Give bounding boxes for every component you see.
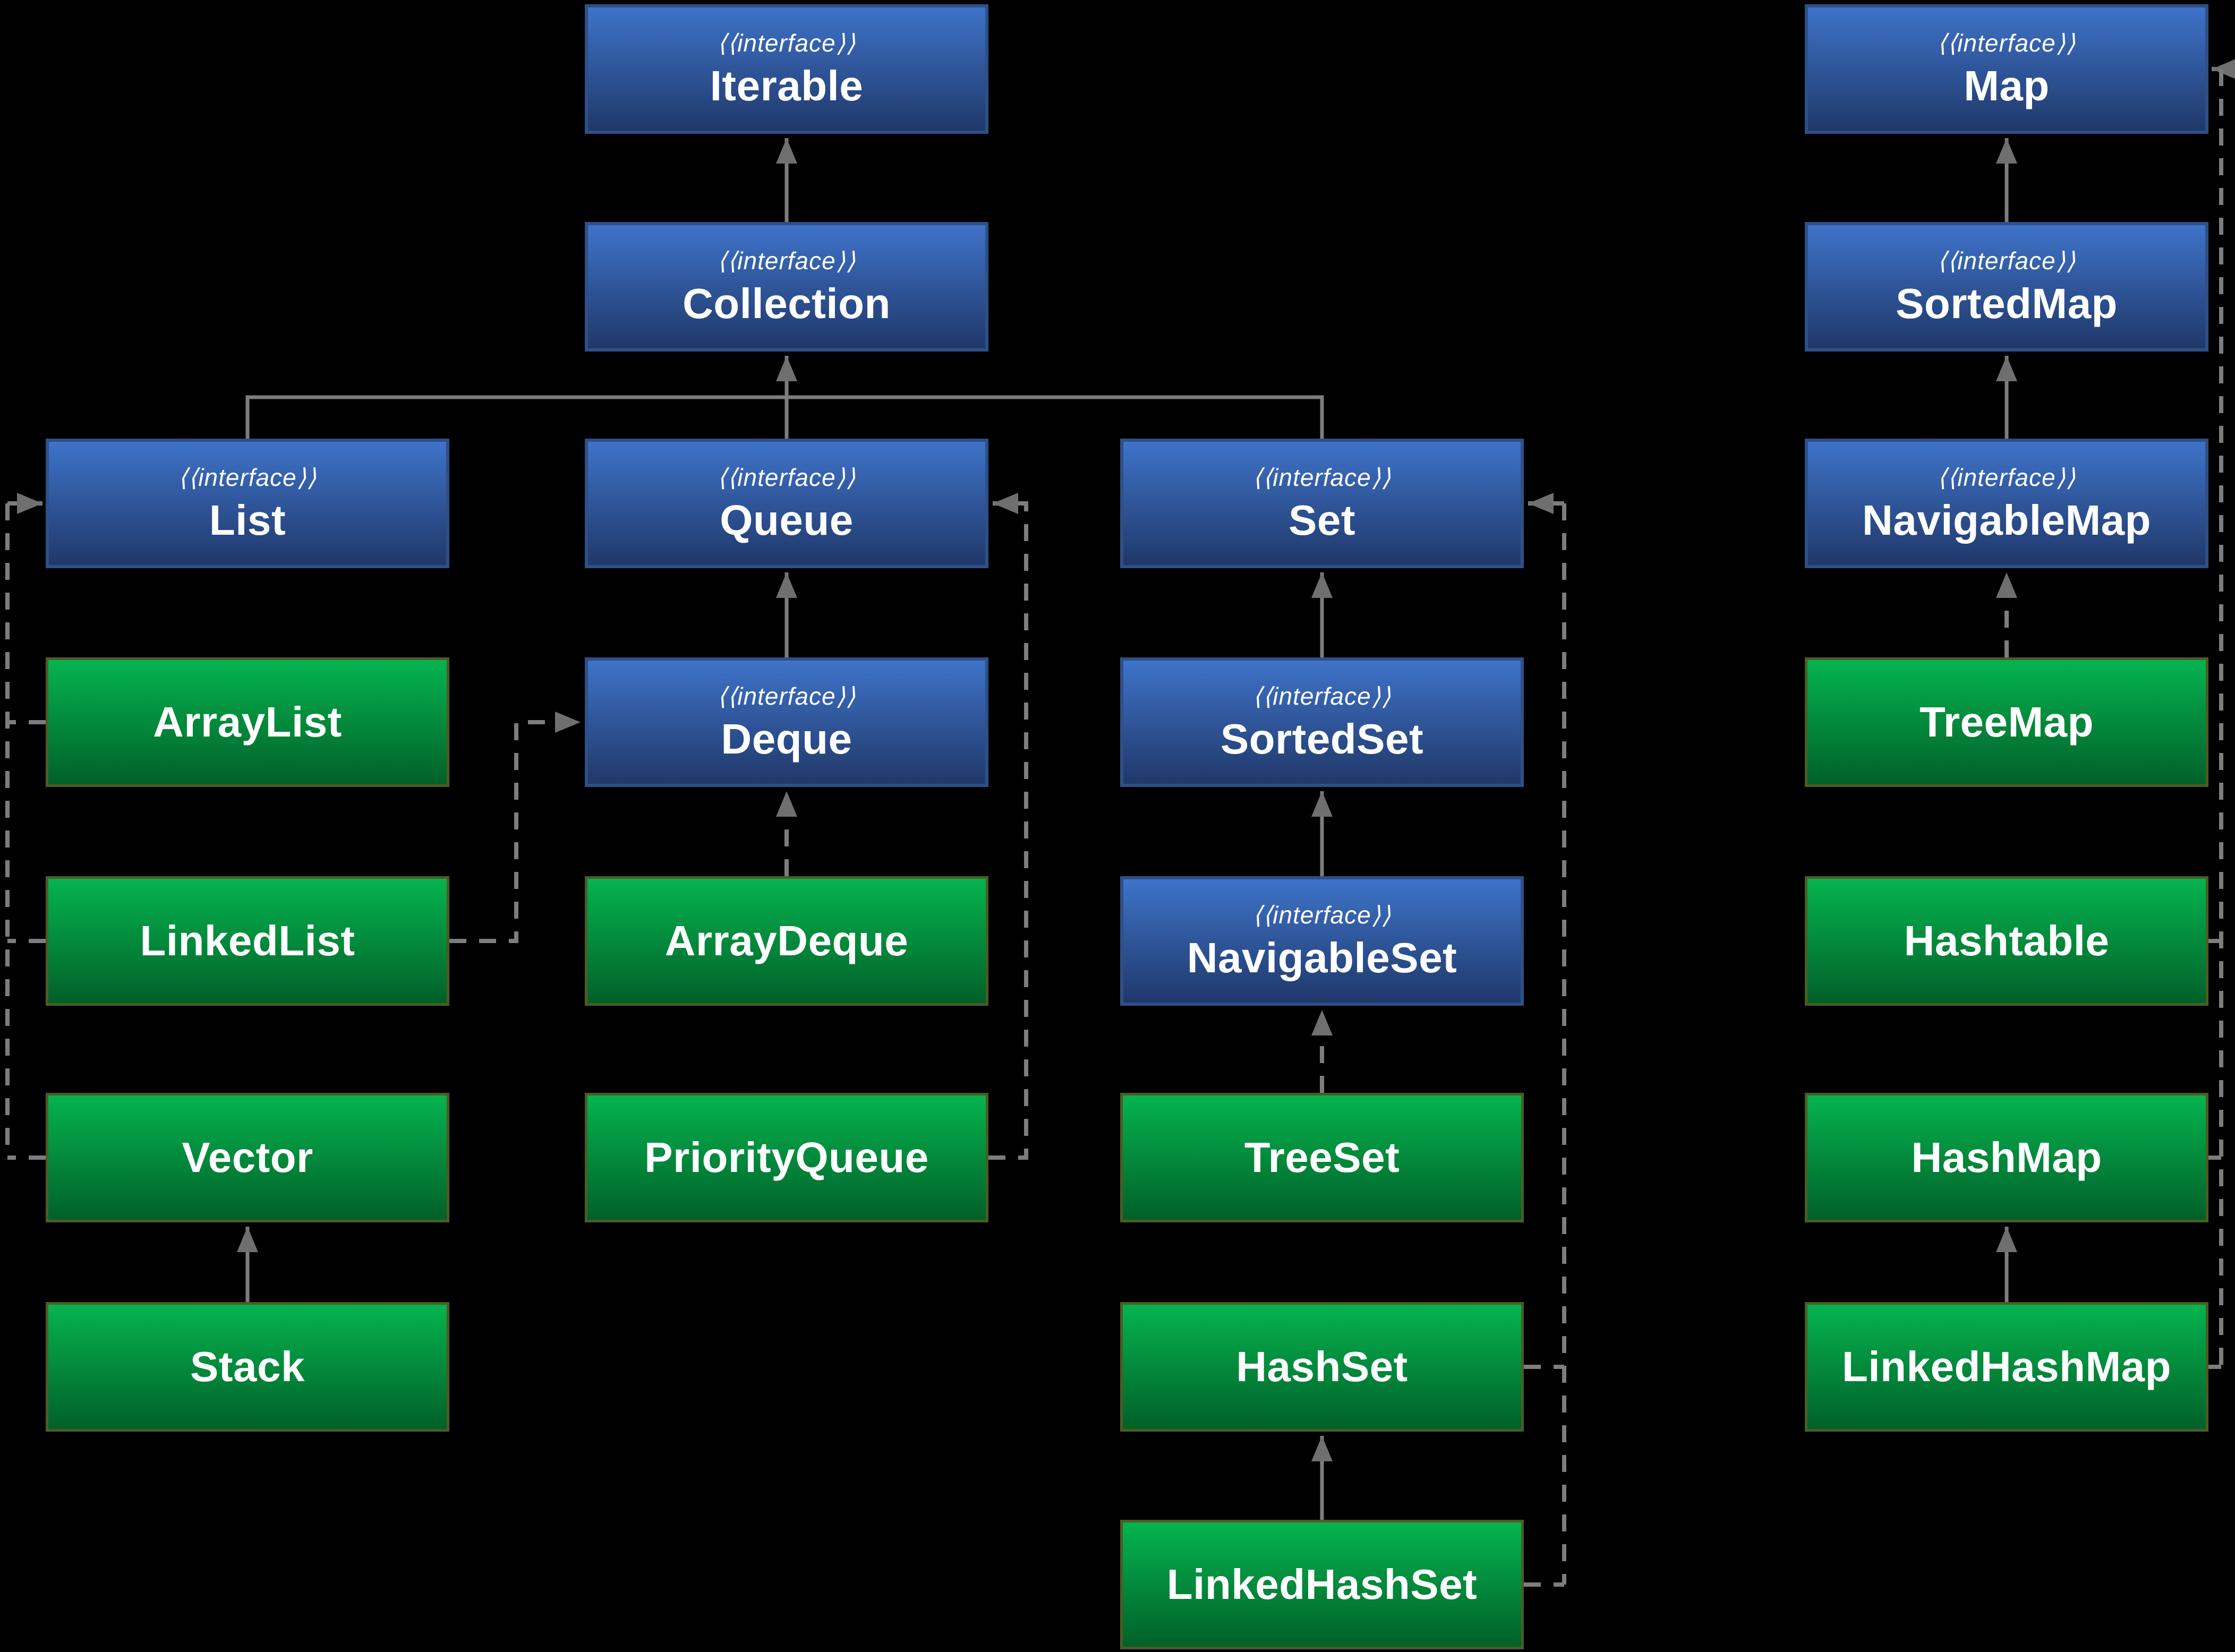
node-label: List [209, 497, 286, 544]
node-label: SortedSet [1220, 715, 1424, 763]
node-label: Hashtable [1904, 917, 2110, 964]
node-hashtable: Hashtable [1805, 876, 2208, 1006]
node-queue: ⟨⟨interface⟩⟩ Queue [585, 439, 988, 568]
stereotype-label: ⟨⟨interface⟩⟩ [1937, 247, 2076, 275]
node-label: Set [1289, 497, 1355, 544]
stereotype-label: ⟨⟨interface⟩⟩ [178, 464, 317, 491]
node-arraylist: ArrayList [46, 657, 449, 787]
node-label: Vector [182, 1134, 313, 1181]
node-label: PriorityQueue [644, 1134, 929, 1181]
node-map: ⟨⟨interface⟩⟩ Map [1805, 4, 2208, 134]
node-navigablemap: ⟨⟨interface⟩⟩ NavigableMap [1805, 439, 2208, 568]
node-label: LinkedHashSet [1166, 1561, 1478, 1608]
node-hashmap: HashMap [1805, 1093, 2208, 1222]
node-label: HashSet [1236, 1343, 1408, 1390]
node-label: Map [1964, 62, 2050, 109]
node-linkedhashmap: LinkedHashMap [1805, 1302, 2208, 1432]
stereotype-label: ⟨⟨interface⟩⟩ [717, 29, 856, 57]
node-label: SortedMap [1896, 280, 2118, 327]
stereotype-label: ⟨⟨interface⟩⟩ [717, 682, 856, 710]
node-label: Deque [721, 715, 852, 763]
node-sortedset: ⟨⟨interface⟩⟩ SortedSet [1120, 657, 1524, 787]
node-treeset: TreeSet [1120, 1093, 1524, 1222]
node-priorityqueue: PriorityQueue [585, 1093, 988, 1222]
node-label: NavigableMap [1862, 497, 2151, 544]
stereotype-label: ⟨⟨interface⟩⟩ [717, 464, 856, 491]
node-stack: Stack [46, 1302, 449, 1432]
node-deque: ⟨⟨interface⟩⟩ Deque [585, 657, 988, 787]
node-vector: Vector [46, 1093, 449, 1222]
node-sortedmap: ⟨⟨interface⟩⟩ SortedMap [1805, 222, 2208, 352]
node-list: ⟨⟨interface⟩⟩ List [46, 439, 449, 568]
stereotype-label: ⟨⟨interface⟩⟩ [1937, 29, 2076, 57]
node-label: NavigableSet [1187, 934, 1457, 981]
node-iterable: ⟨⟨interface⟩⟩ Iterable [585, 4, 988, 134]
node-label: HashMap [1911, 1134, 2102, 1181]
node-set: ⟨⟨interface⟩⟩ Set [1120, 439, 1524, 568]
node-treemap: TreeMap [1805, 657, 2208, 787]
node-label: ArrayDeque [664, 917, 909, 964]
node-label: Queue [720, 497, 854, 544]
stereotype-label: ⟨⟨interface⟩⟩ [1252, 464, 1392, 491]
node-navigableset: ⟨⟨interface⟩⟩ NavigableSet [1120, 876, 1524, 1006]
edge-linkedlist-implements-deque [449, 712, 581, 943]
node-collection: ⟨⟨interface⟩⟩ Collection [585, 222, 988, 352]
node-label: TreeMap [1919, 698, 2094, 746]
edge-priorityqueue-implements-queue [988, 493, 1028, 1160]
node-linkedhashset: LinkedHashSet [1120, 1520, 1524, 1649]
node-label: Stack [190, 1343, 305, 1390]
node-label: Iterable [710, 62, 864, 109]
stereotype-label: ⟨⟨interface⟩⟩ [717, 247, 856, 275]
node-label: TreeSet [1244, 1134, 1400, 1181]
stereotype-label: ⟨⟨interface⟩⟩ [1252, 682, 1392, 710]
node-label: LinkedList [140, 917, 355, 964]
stereotype-label: ⟨⟨interface⟩⟩ [1252, 901, 1392, 929]
node-arraydeque: ArrayDeque [585, 876, 988, 1006]
node-label: LinkedHashMap [1842, 1343, 2171, 1390]
node-linkedlist: LinkedList [46, 876, 449, 1006]
node-label: Collection [683, 280, 891, 327]
node-label: ArrayList [153, 698, 342, 746]
node-hashset: HashSet [1120, 1302, 1524, 1432]
stereotype-label: ⟨⟨interface⟩⟩ [1937, 464, 2076, 491]
